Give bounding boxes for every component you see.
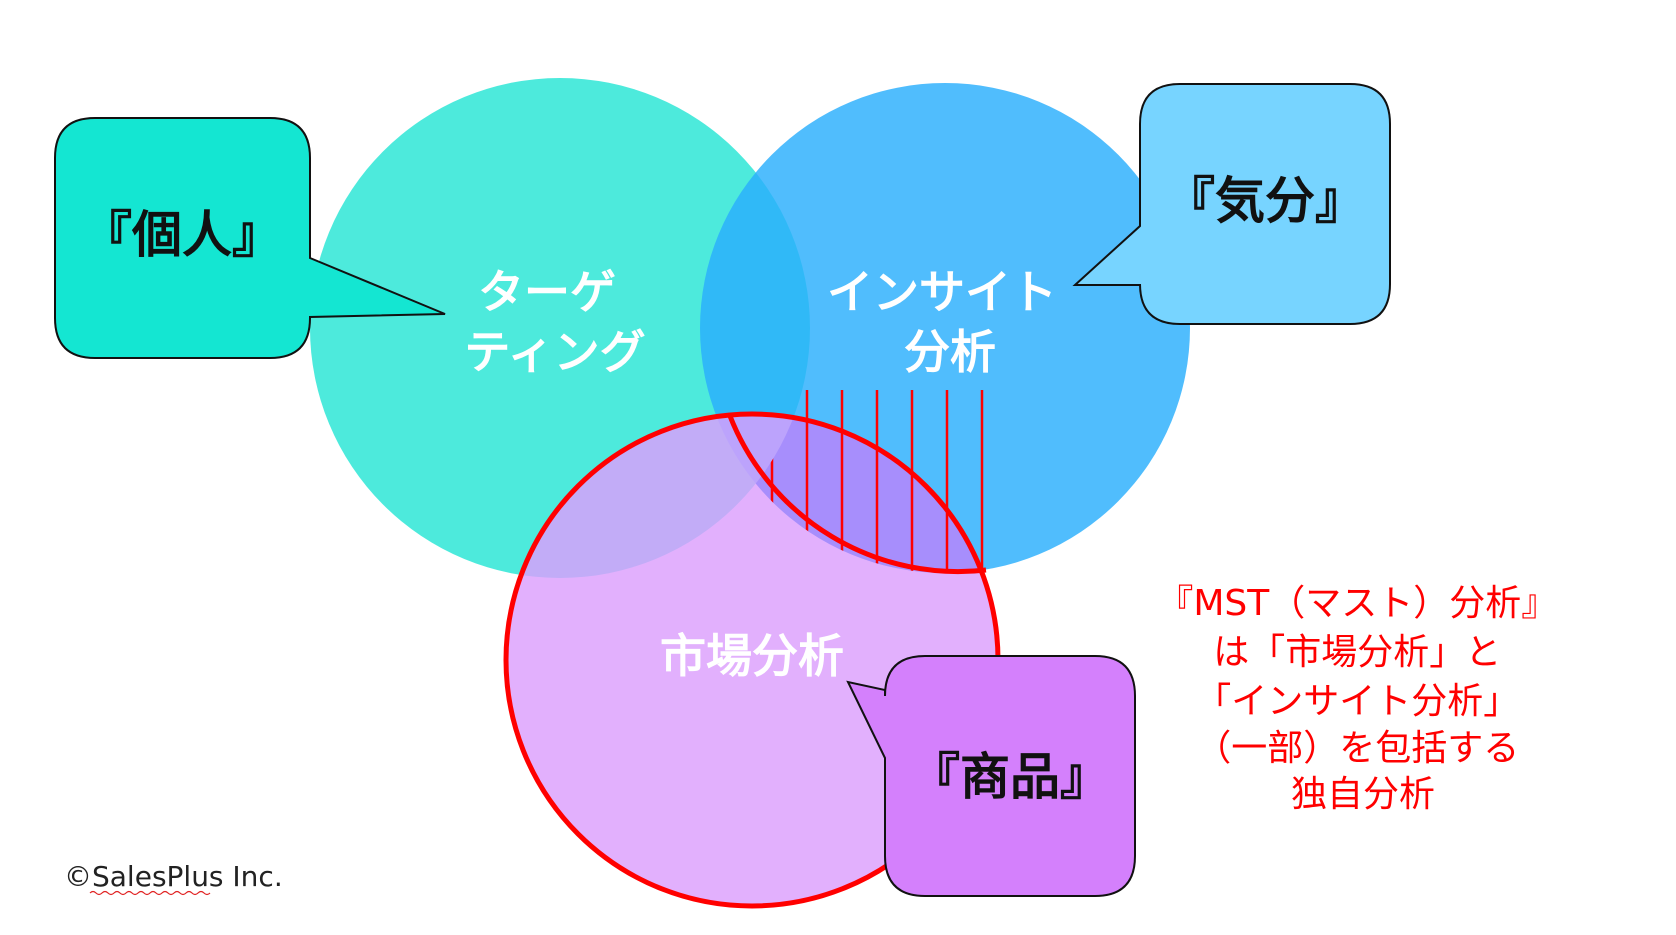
mst-note-line-5: 独自分析	[1291, 774, 1435, 815]
callout-mood-text: 『気分』	[1165, 172, 1365, 230]
callout-product-text: 『商品』	[910, 748, 1110, 806]
insight-label: インサイト 分析	[827, 265, 1073, 379]
callout-individual-text: 『個人』	[82, 206, 282, 264]
targeting-label: ターゲ ティング	[464, 265, 645, 379]
mst-note: 『MST（マスト）分析』 は「市場分析」と 「インサイト分析」 （一部）を包括す…	[1157, 583, 1568, 815]
targeting-label-line-1: ターゲ	[478, 265, 616, 319]
insight-label-line-1: インサイト	[827, 265, 1057, 319]
callout-product	[846, 655, 1136, 897]
mst-note-line-1: 『MST（マスト）分析』	[1157, 583, 1557, 624]
copyright-text: ©SalesPlus Inc.	[64, 860, 283, 893]
mst-note-line-4: （一部）を包括する	[1195, 728, 1519, 769]
targeting-label-line-2: ティング	[464, 325, 645, 379]
market-analysis-label-line-1: 市場分析	[660, 629, 844, 683]
mst-note-line-2: は「市場分析」と	[1213, 632, 1501, 673]
callout-individual	[54, 117, 446, 359]
spellcheck-underline	[89, 890, 211, 896]
market-analysis-label: 市場分析	[660, 629, 844, 683]
insight-label-line-2: 分析	[904, 325, 996, 379]
callout-mood	[1072, 83, 1391, 325]
mst-note-line-3: 「インサイト分析」	[1195, 681, 1519, 722]
hatched-region-arc	[727, 415, 987, 575]
